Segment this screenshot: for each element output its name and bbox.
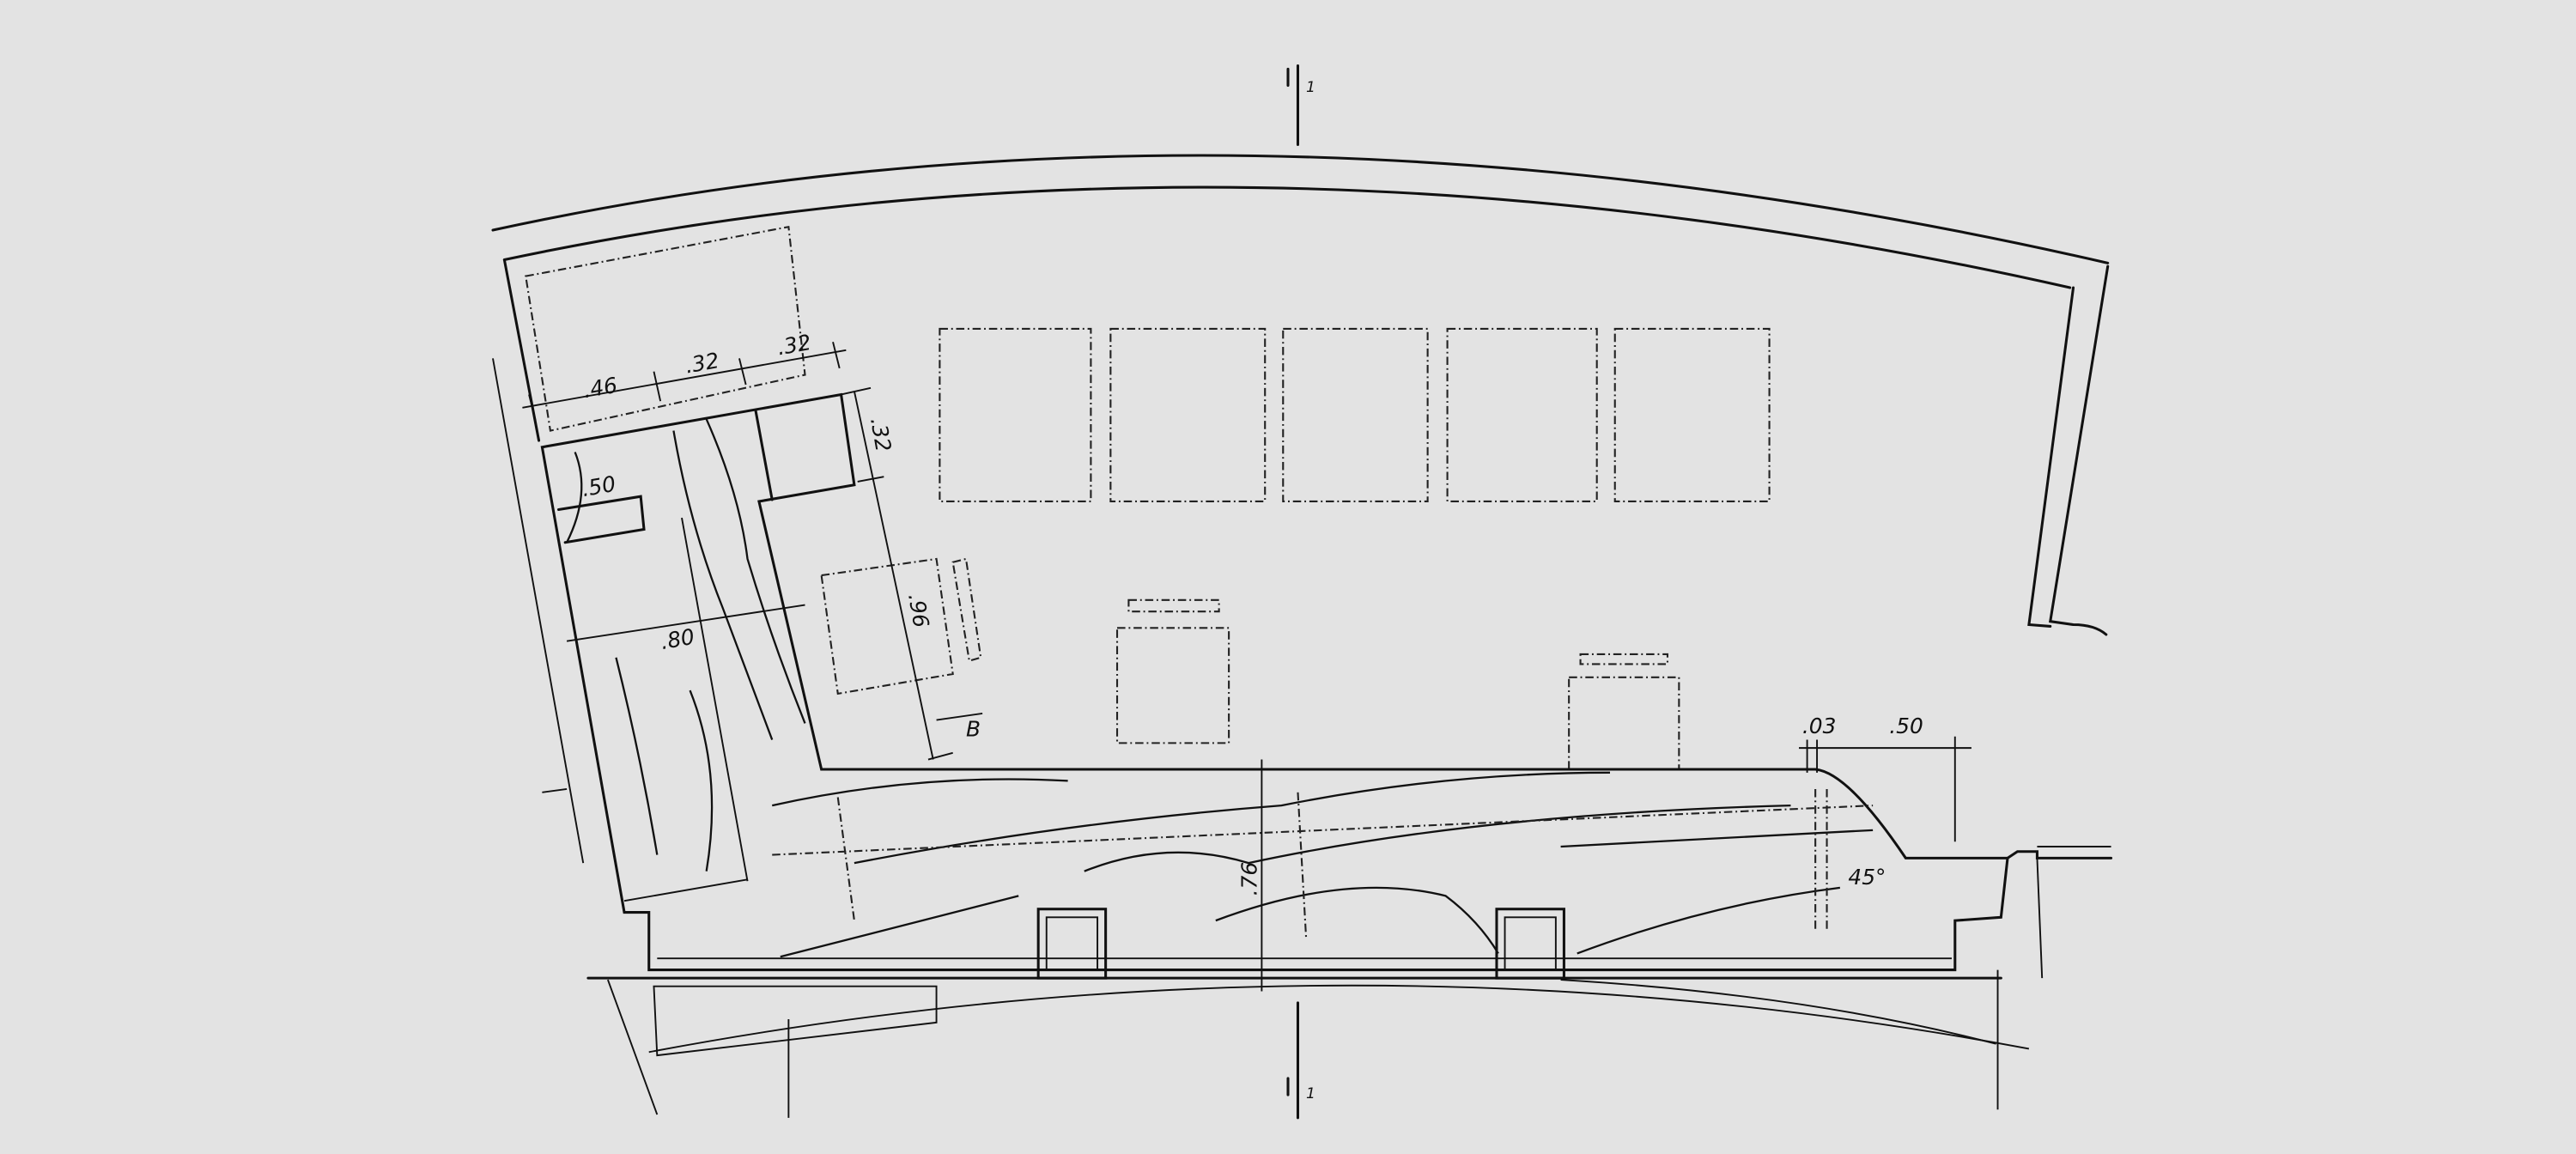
chair: [1115, 627, 1230, 744]
column: [1495, 908, 1565, 980]
dim-step-small: .03: [1802, 714, 1837, 738]
walls: [491, 154, 2113, 1118]
dim-step-large: .50: [1889, 714, 1923, 738]
section-mark-top: 1: [1306, 79, 1315, 96]
section-mark-bottom: 1: [1306, 1085, 1315, 1102]
dim-top-3: .32: [775, 330, 813, 360]
desk: [540, 392, 2009, 992]
section-label: B: [966, 717, 981, 742]
dimension-labels: .46 .32 .32 .32 .50 .80 .96 B .03 .50 45…: [580, 79, 1923, 1102]
columns: [1036, 908, 1565, 980]
dim-side-long: .96: [903, 592, 933, 629]
column: [1036, 908, 1108, 980]
dim-angle: 45°: [1848, 865, 1886, 890]
dim-top-2: .32: [683, 348, 721, 378]
chairs: [1115, 598, 1680, 771]
dim-desk-depth: .76: [1237, 862, 1262, 896]
dim-side-return: .32: [866, 416, 896, 453]
dim-top-1: .46: [581, 373, 619, 403]
dashed-panels: [525, 225, 1771, 695]
dim-depth: .80: [659, 624, 696, 654]
dim-drawer: .50: [580, 471, 617, 501]
chair: [1568, 676, 1680, 771]
dimension-lines: [522, 64, 1971, 1120]
